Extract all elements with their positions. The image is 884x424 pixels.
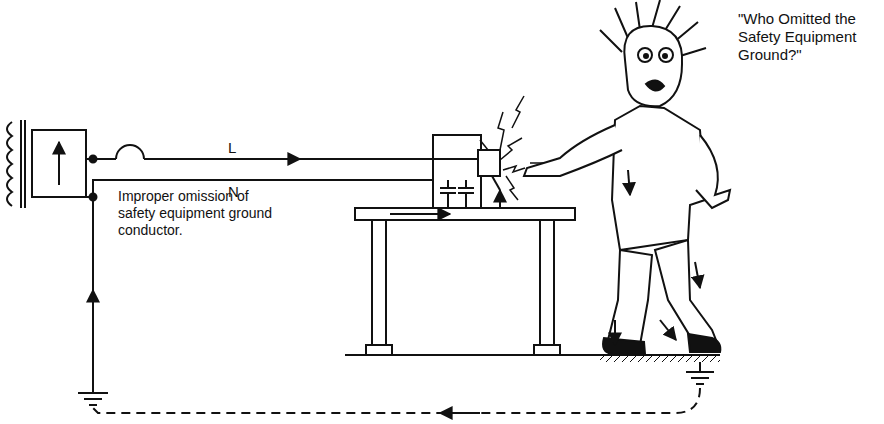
transformer-symbol [7, 120, 86, 208]
note-text: Improper omission of safety equipment gr… [118, 188, 288, 238]
earth-return-path [93, 388, 700, 413]
wire-label: L [228, 139, 236, 157]
spark-symbol [480, 96, 565, 200]
speech-text: "Who Omitted the Safety Equipment Ground… [738, 10, 878, 64]
equipment-case [433, 135, 500, 212]
floor [345, 355, 720, 384]
fuse-symbol [116, 145, 144, 159]
supply-wires [78, 145, 433, 405]
person-figure [524, 0, 730, 354]
table [355, 208, 575, 355]
return-arrow [440, 412, 480, 414]
